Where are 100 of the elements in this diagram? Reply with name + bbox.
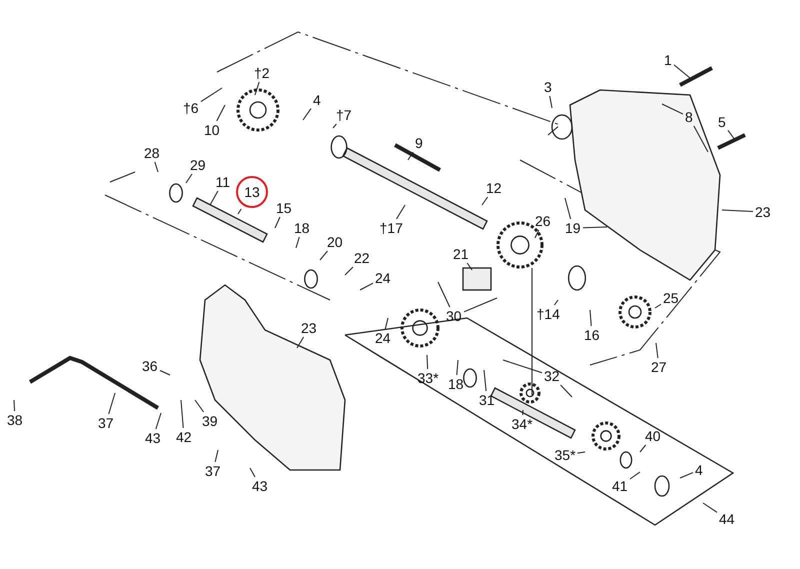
callout-number: 15 [275,200,293,216]
leader-line [674,64,690,78]
callout-number: 31 [478,392,496,408]
callout-number: 16 [583,327,601,343]
callout-number: 9 [414,135,424,151]
callout-number: 10 [203,122,221,138]
leader-line [438,282,450,308]
leader-line [250,468,256,478]
leader-line [194,400,204,412]
leader-line [534,230,540,238]
leader-line [210,190,218,206]
leader-line [464,298,498,312]
callout-number: 11 [214,174,232,190]
callout-number: 20 [326,234,344,250]
leader-line [693,126,708,152]
leader-line [456,360,458,376]
leader-line [426,354,428,370]
leader-line [254,82,260,96]
callout-number: 44 [718,511,736,527]
callout-number: 38 [6,412,24,428]
callout-number: 41 [611,478,629,494]
callout-number: 43 [251,478,269,494]
leader-line [484,370,487,392]
leader-line [154,162,158,172]
leader-line [502,360,542,374]
leader-line [216,104,226,122]
leader-line [200,88,222,102]
leader-line [590,310,592,326]
callout-number: 33* [416,370,440,386]
leader-line [214,450,218,462]
callout-number: 40 [644,428,662,444]
callout-number: 43 [144,430,162,446]
leader-line [554,300,558,306]
callout-number: †2 [253,65,271,81]
callout-number: 12 [485,180,503,196]
leader-line [186,174,192,184]
callout-number: 24 [374,330,392,346]
leader-line [522,410,524,416]
callout-number: 22 [353,250,371,266]
leader-line [654,304,662,308]
leader-line [320,250,328,260]
leader-line [722,210,754,212]
callout-number: 19 [564,220,582,236]
leader-line [302,108,312,120]
leader-line [160,370,170,376]
leader-line [344,266,354,276]
leader-line [702,502,718,513]
leader-line [296,336,304,348]
callout-number: 23 [300,320,318,336]
callout-number: 39 [201,413,219,429]
callout-number: 35* [554,447,577,463]
callout-number: †14 [536,306,561,322]
leader-line [180,400,184,428]
leader-line [155,412,162,430]
callout-number: 23 [754,204,772,220]
callout-number: 21 [452,246,470,262]
callout-number: 24 [374,270,392,286]
callout-number: 26 [534,213,552,229]
leader-line [640,444,646,452]
callout-number: 29 [189,157,207,173]
callout-number: 37 [97,415,115,431]
leader-line [560,384,572,398]
callout-number: 1 [663,52,673,68]
leader-line [296,236,300,248]
callout-number: 4 [312,92,322,108]
leader-line [582,226,608,228]
leader-line [274,216,280,228]
callout-number: 25 [662,290,680,306]
callout-number: 5 [717,114,727,130]
callout-number: 18 [293,220,311,236]
callout-number: 27 [650,359,668,375]
leader-line [656,342,658,358]
callout-number: 42 [175,429,193,445]
leader-line [680,472,694,478]
callout-number: 8 [684,109,694,125]
leader-line [408,152,414,160]
leader-line [728,130,736,140]
callout-number: 4 [694,462,704,478]
callout-number: 32 [543,368,561,384]
callout-number: 36 [141,358,159,374]
callout-number: 13 [236,176,268,208]
leader-line [630,472,640,480]
leader-line [384,318,388,330]
leader-line [564,198,572,220]
leader-line [108,392,116,414]
leader-line [396,204,406,220]
leader-line [662,104,684,115]
leader-line [577,452,586,454]
callout-number: †17 [378,220,404,236]
callout-number: †7 [335,107,353,123]
callout-number: 18 [447,376,465,392]
leader-line [466,262,472,270]
leader-line [360,282,374,290]
callout-number: 34* [510,416,534,432]
callout-number: 3 [543,79,553,95]
leader-line [238,208,242,214]
leader-line [482,196,488,206]
leader-line [332,124,337,128]
leader-line [549,96,552,108]
callout-number: 37 [204,463,222,479]
